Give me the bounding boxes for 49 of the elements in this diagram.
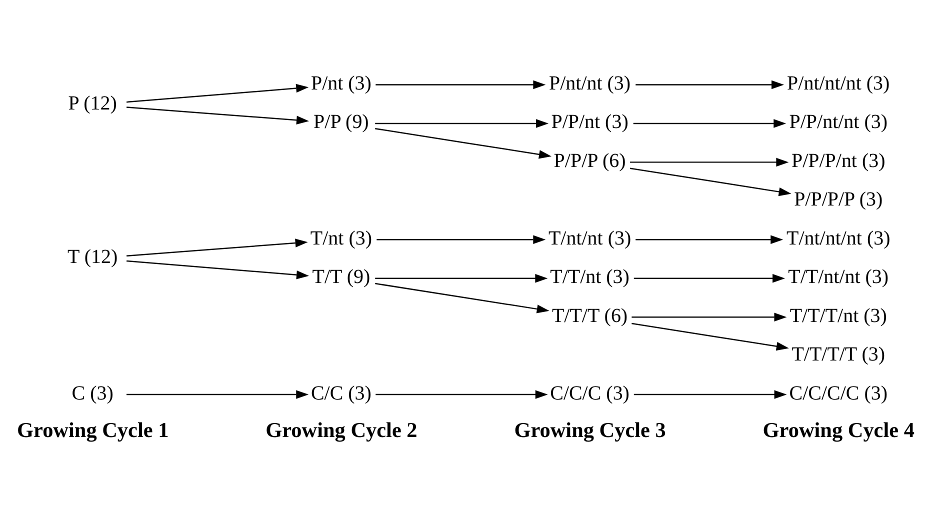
node-text: T/T/T/T (3)	[792, 343, 886, 366]
node-text: T/T/nt/nt (3)	[788, 266, 889, 288]
arrow	[634, 390, 787, 398]
arrow	[634, 273, 786, 282]
arrow	[632, 322, 789, 350]
arrow	[630, 157, 789, 166]
node-text: P/P/P (6)	[554, 149, 626, 172]
label: Growing Cycle 2	[266, 418, 418, 442]
node-text: P/P/nt/nt (3)	[789, 110, 888, 133]
node-text: P/P/nt (3)	[551, 110, 628, 133]
arrow	[126, 238, 308, 256]
node-text: P (12)	[68, 92, 117, 114]
node-text: P/P (9)	[314, 110, 369, 133]
label: Growing Cycle 4	[762, 418, 914, 442]
label: Growing Cycle 1	[17, 418, 169, 442]
node-text: T/nt (3)	[310, 226, 372, 249]
arrow	[375, 128, 552, 158]
arrow	[375, 118, 549, 128]
arrow	[126, 83, 309, 102]
arrow	[375, 282, 550, 313]
node-text: T/T/nt (3)	[550, 266, 630, 288]
node-text: C/C/C/C (3)	[789, 382, 888, 404]
arrow	[376, 234, 546, 244]
arrow	[375, 273, 548, 282]
arrow	[126, 390, 309, 398]
node-text: T/T/T/nt (3)	[790, 304, 887, 326]
node-text: P/nt/nt (3)	[549, 72, 631, 94]
arrow	[630, 167, 792, 196]
node-text: C/C/C (3)	[550, 382, 630, 404]
node-text: C/C (3)	[310, 382, 372, 404]
node-text: P/P/P/P (3)	[794, 188, 883, 210]
arrow	[126, 106, 310, 124]
node-text: C (3)	[72, 382, 114, 404]
arrow	[632, 312, 787, 321]
node-text: T/T/T (6)	[552, 304, 628, 326]
arrow	[376, 390, 548, 398]
node-text: T/nt/nt (3)	[548, 226, 632, 249]
node-text: P/P/P/nt (3)	[791, 149, 886, 172]
node-text: T (12)	[68, 246, 118, 268]
arrow	[633, 118, 786, 128]
node-text: T/nt/nt/nt (3)	[786, 226, 890, 249]
arrow	[636, 80, 784, 89]
node-text: T/T (9)	[312, 266, 370, 288]
arrow	[636, 234, 784, 244]
arrow	[376, 80, 546, 89]
node-text: P/nt (3)	[310, 72, 372, 94]
node-text: P/nt/nt/nt (3)	[787, 72, 890, 94]
label: Growing Cycle 3	[514, 418, 666, 442]
arrow	[126, 260, 310, 279]
